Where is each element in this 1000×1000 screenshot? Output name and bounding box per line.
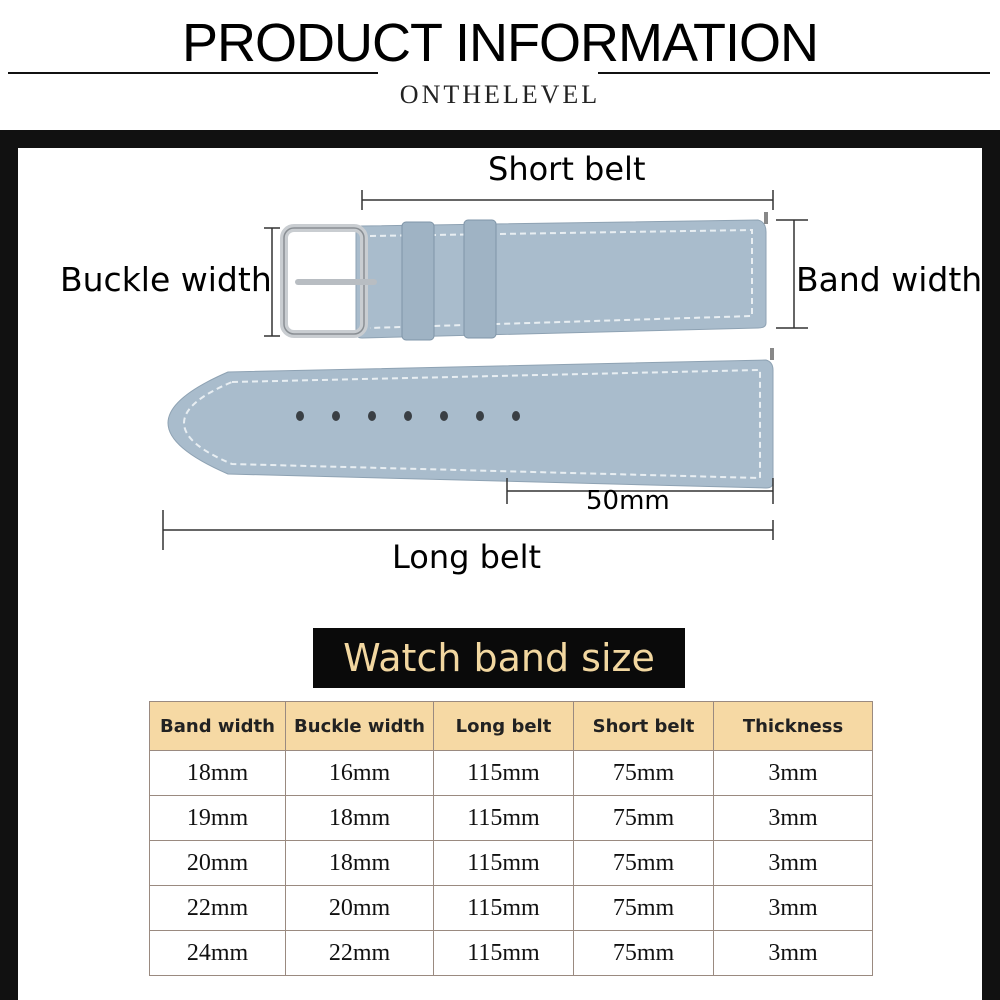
title-rule-right bbox=[598, 72, 990, 74]
strap-hole bbox=[368, 411, 376, 421]
size-title-box: Watch band size bbox=[313, 628, 685, 688]
table-cell: 16mm bbox=[285, 750, 434, 796]
table-row: 20mm 18mm 115mm 75mm 3mm bbox=[149, 840, 873, 886]
table-cell: 18mm bbox=[285, 840, 434, 886]
content-panel: Short belt Buckle width Band width 50mm … bbox=[0, 130, 1000, 1000]
table-cell: 22mm bbox=[285, 930, 434, 976]
table-cell: 75mm bbox=[573, 750, 714, 796]
keeper-2 bbox=[463, 219, 497, 339]
table-cell: 20mm bbox=[149, 840, 286, 886]
table-cell: 22mm bbox=[149, 885, 286, 931]
page-title: PRODUCT INFORMATION bbox=[182, 13, 819, 73]
column-header: Buckle width bbox=[285, 701, 434, 751]
table-cell: 3mm bbox=[713, 795, 873, 841]
table-row: 18mm 16mm 115mm 75mm 3mm bbox=[149, 750, 873, 796]
long-belt-strap bbox=[167, 348, 774, 489]
size-table-title: Watch band size bbox=[343, 636, 655, 680]
column-header: Band width bbox=[149, 701, 286, 751]
table-cell: 3mm bbox=[713, 840, 873, 886]
table-cell: 19mm bbox=[149, 795, 286, 841]
strap-diagram bbox=[162, 190, 808, 550]
table-cell: 115mm bbox=[433, 930, 574, 976]
table-cell: 24mm bbox=[149, 930, 286, 976]
column-header: Short belt bbox=[573, 701, 714, 751]
table-row: 19mm 18mm 115mm 75mm 3mm bbox=[149, 795, 873, 841]
short-belt-label: Short belt bbox=[488, 150, 646, 188]
strap-hole bbox=[296, 411, 304, 421]
strap-hole bbox=[440, 411, 448, 421]
table-cell: 75mm bbox=[573, 840, 714, 886]
column-header: Long belt bbox=[433, 701, 574, 751]
long-belt-label: Long belt bbox=[392, 538, 542, 576]
buckle-width-label: Buckle width bbox=[60, 260, 272, 299]
table-cell: 115mm bbox=[433, 885, 574, 931]
size-table: Band width Buckle width Long belt Short … bbox=[149, 701, 873, 976]
buckle-icon bbox=[280, 224, 377, 338]
table-cell: 18mm bbox=[285, 795, 434, 841]
table-cell: 115mm bbox=[433, 750, 574, 796]
table-cell: 115mm bbox=[433, 795, 574, 841]
table-cell: 75mm bbox=[573, 795, 714, 841]
content-inner: Short belt Buckle width Band width 50mm … bbox=[18, 148, 982, 1000]
strap-hole bbox=[476, 411, 484, 421]
table-cell: 75mm bbox=[573, 930, 714, 976]
spring-bar-pin-short bbox=[764, 212, 768, 224]
table-cell: 75mm bbox=[573, 885, 714, 931]
keeper-1 bbox=[401, 221, 435, 341]
table-row: 22mm 20mm 115mm 75mm 3mm bbox=[149, 885, 873, 931]
table-cell: 115mm bbox=[433, 840, 574, 886]
table-cell: 18mm bbox=[149, 750, 286, 796]
title-rule-left bbox=[8, 72, 378, 74]
table-header-row: Band width Buckle width Long belt Short … bbox=[149, 701, 873, 751]
strap-holes bbox=[296, 411, 520, 421]
table-row: 24mm 22mm 115mm 75mm 3mm bbox=[149, 930, 873, 976]
tip-length-label: 50mm bbox=[586, 486, 670, 516]
table-cell: 3mm bbox=[713, 750, 873, 796]
band-width-label: Band width bbox=[796, 260, 983, 299]
strap-hole bbox=[404, 411, 412, 421]
strap-hole bbox=[332, 411, 340, 421]
strap-hole bbox=[512, 411, 520, 421]
short-belt-strap bbox=[355, 212, 768, 341]
table-cell: 3mm bbox=[713, 930, 873, 976]
column-header: Thickness bbox=[713, 701, 873, 751]
table-cell: 20mm bbox=[285, 885, 434, 931]
spring-bar-pin-long bbox=[770, 348, 774, 360]
brand-name: ONTHELEVEL bbox=[399, 80, 601, 109]
table-cell: 3mm bbox=[713, 885, 873, 931]
